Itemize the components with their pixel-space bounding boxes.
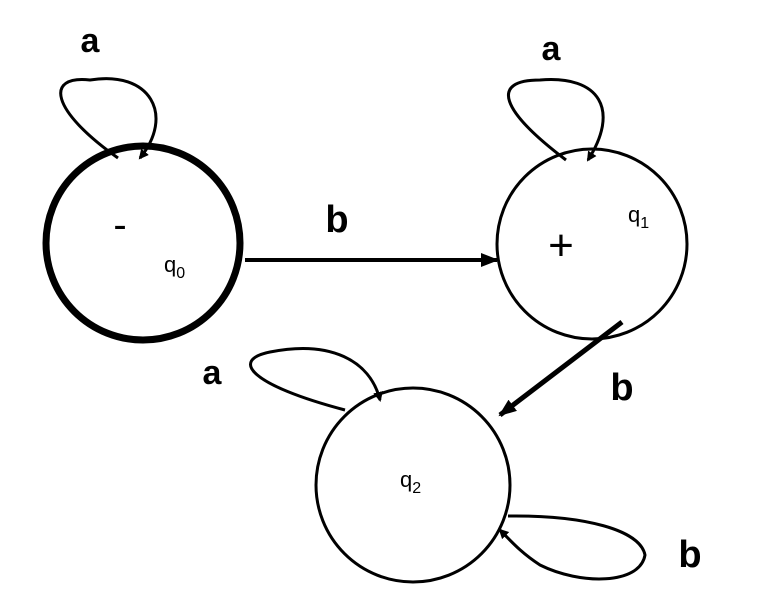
loop-q1-arrow [507, 78, 605, 162]
transition-q2-q2-a-label: a [203, 354, 223, 392]
transition-q0-q0-label: a [81, 22, 101, 60]
edge-q1-q2-arrow [498, 320, 624, 417]
state-q0: - q0 [42, 142, 244, 344]
transition-q2-q2-b: b [498, 514, 702, 581]
state-q0-circle [42, 142, 244, 344]
transition-q2-q2-b-label: b [678, 534, 701, 576]
transition-q2-q2-a: a [203, 347, 383, 412]
transition-q0-q1-label: b [325, 199, 348, 241]
state-q2-circle [314, 386, 512, 584]
loop-q2-b-arrow [498, 514, 647, 581]
state-q2-label: q2 [400, 467, 421, 497]
loop-q2-a-arrow [249, 347, 383, 412]
loop-q0-arrow [59, 77, 158, 160]
transition-q1-q2-b: b [498, 320, 634, 417]
state-q1-sign: + [548, 221, 574, 270]
transition-q1-q1-a: a [507, 30, 605, 162]
state-q1-label: q1 [628, 202, 649, 232]
state-q0-label: q0 [164, 252, 185, 282]
transition-q0-q1-b: b [245, 199, 499, 267]
transition-q0-q0-a: a [59, 22, 158, 160]
transition-q1-q2-label: b [610, 367, 633, 409]
state-q2: q2 [314, 386, 512, 584]
state-q1: + q1 [495, 147, 689, 341]
state-q1-circle [495, 147, 689, 341]
transition-q1-q1-label: a [542, 30, 562, 68]
state-q0-sign: - [113, 203, 126, 247]
